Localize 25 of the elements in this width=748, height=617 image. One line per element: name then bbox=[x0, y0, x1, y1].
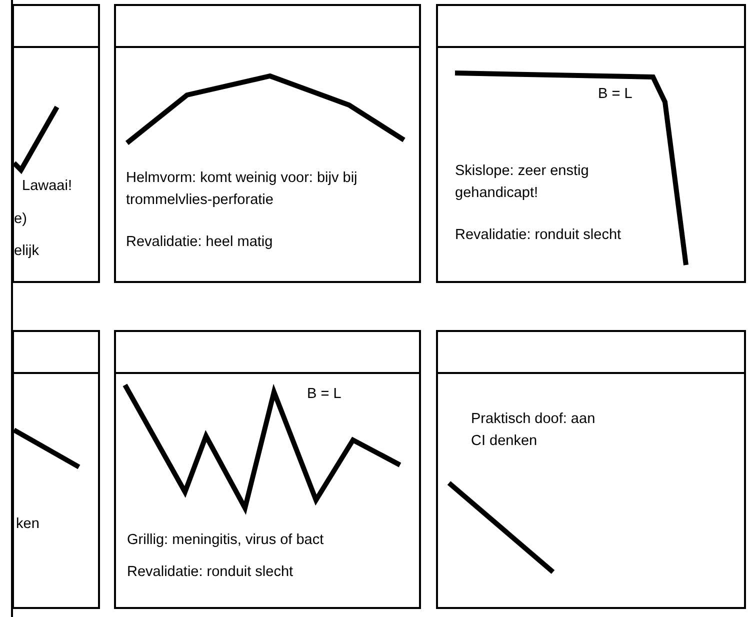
panel-text: Skislope: zeer enstig gehandicapt! bbox=[455, 162, 590, 203]
panel-box bbox=[12, 46, 100, 283]
panel-text: Revalidatie: heel matig bbox=[126, 233, 274, 252]
header-box bbox=[114, 4, 421, 48]
panel-text: Revalidatie: ronduit slecht bbox=[127, 563, 294, 582]
panel-box bbox=[436, 372, 746, 609]
panel-text: B = L bbox=[598, 85, 634, 104]
header-box bbox=[436, 330, 746, 374]
panel-box bbox=[114, 46, 421, 283]
header-box bbox=[12, 330, 100, 374]
header-box bbox=[114, 330, 421, 374]
panel-text: Revalidatie: ronduit slecht bbox=[455, 226, 622, 245]
header-box bbox=[436, 4, 746, 48]
panel-text: Grillig: meningitis, virus of bact bbox=[127, 531, 325, 550]
panel-text: elijk bbox=[14, 242, 40, 261]
panel-text: Praktisch doof: aan CI denken bbox=[471, 410, 596, 451]
panel-text: Lawaai! bbox=[22, 177, 73, 196]
panel-text: ken bbox=[16, 515, 40, 534]
header-box bbox=[12, 4, 100, 48]
panel-text: B = L bbox=[307, 385, 342, 404]
panel-box bbox=[12, 372, 100, 609]
panel-text: e) bbox=[14, 210, 28, 229]
panel-box bbox=[436, 46, 746, 283]
panel-text: Helmvorm: komt weinig voor: bijv bij trommelvlies-perforatie bbox=[126, 169, 358, 210]
panel-box bbox=[114, 372, 421, 609]
